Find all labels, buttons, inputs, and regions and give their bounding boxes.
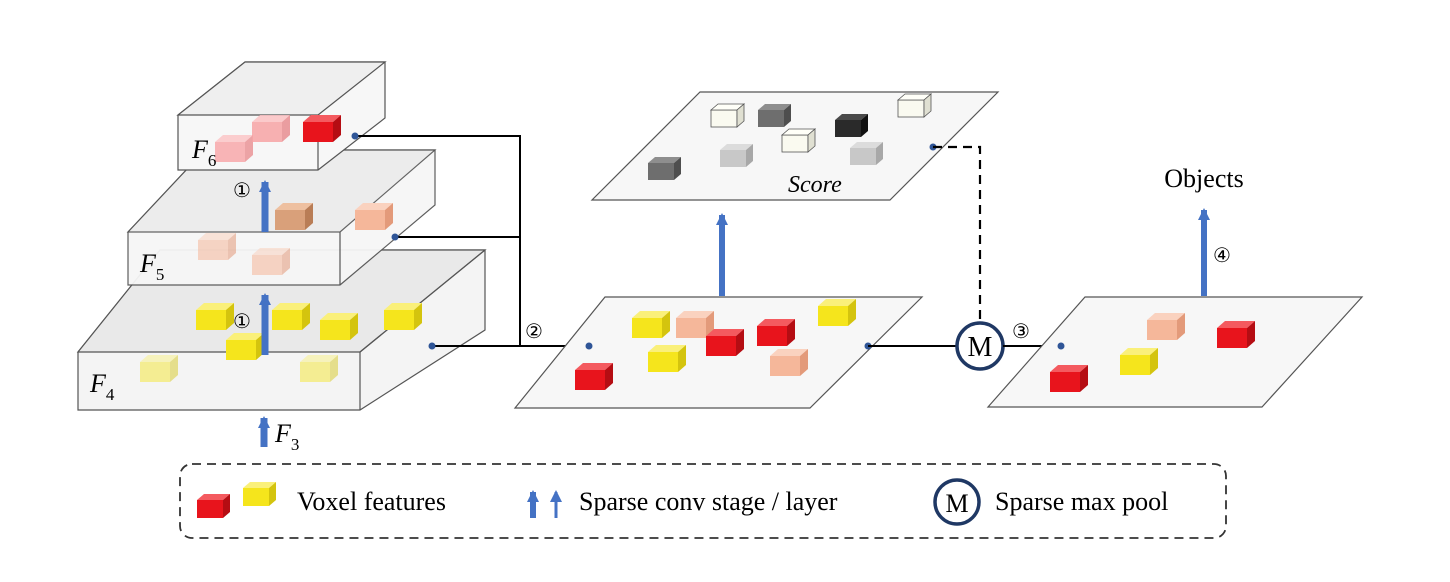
step-3-label: ③: [1012, 319, 1030, 343]
voxel-yellow: [226, 333, 264, 360]
voxel-red: [757, 319, 795, 346]
voxel-peach: [676, 311, 714, 338]
voxel-red: [303, 115, 341, 142]
label-f5: F5: [139, 249, 164, 284]
voxel-yellow: [384, 303, 422, 330]
legend-maxpool-label: Sparse max pool: [995, 487, 1168, 516]
voxel-peach: [215, 135, 253, 162]
legend-maxpool-symbol: M: [945, 489, 968, 518]
voxel-yellow: [196, 303, 234, 330]
step-1-label-lower: ①: [233, 309, 251, 333]
object-voxels: [1050, 313, 1255, 392]
label-f6: F6: [191, 135, 216, 170]
f5-voxels: [198, 203, 393, 275]
voxel-peach: [252, 248, 290, 275]
legend-box: [179, 463, 1227, 539]
label-f3: F3: [274, 419, 299, 454]
voxel-peach: [355, 203, 393, 230]
merged-voxels: [575, 299, 856, 390]
voxel-peach: [770, 349, 808, 376]
voxel-yellow: [272, 303, 310, 330]
legend-voxel-icon: [197, 482, 276, 518]
connector-dot-f4: [428, 342, 436, 350]
score-label: Score: [788, 172, 842, 198]
legend-maxpool-icon: [933, 478, 981, 526]
voxel-red: [575, 363, 613, 390]
f6-voxels: [215, 115, 341, 162]
maxpool-symbol: M: [968, 332, 993, 363]
connector-dot-f6: [351, 132, 359, 140]
voxel-yellow: [1120, 348, 1158, 375]
merged-plane-input-dot: [585, 342, 593, 350]
voxel-peach: [252, 115, 290, 142]
voxel-red: [1217, 321, 1255, 348]
legend-conv-arrow-icon: [527, 490, 562, 518]
step-4-label: ④: [1213, 243, 1231, 267]
step-1-label-upper: ①: [233, 178, 251, 202]
objects-label: Objects: [1164, 164, 1243, 193]
connector-dot-f5: [391, 233, 399, 241]
voxel-yellow: [320, 313, 358, 340]
object-plane-dot: [1057, 342, 1065, 350]
legend-voxel-label: Voxel features: [297, 487, 446, 516]
voxel-peach: [198, 233, 236, 260]
score-dashed-connector: [933, 145, 982, 322]
voxel-yellow: [140, 355, 178, 382]
voxel-red: [1050, 365, 1088, 392]
voxel-red: [706, 329, 744, 356]
score-voxels: [648, 93, 933, 180]
legend-conv-label: Sparse conv stage / layer: [579, 487, 838, 516]
voxel-yellow: [300, 355, 338, 382]
voxel-yellow: [818, 299, 856, 326]
voxel-peach: [1147, 313, 1185, 340]
step-2-label: ②: [525, 319, 543, 343]
voxel-yellow: [632, 311, 670, 338]
label-f4: F4: [89, 369, 115, 404]
voxel-peach: [275, 203, 313, 230]
f4-voxels: [140, 303, 422, 382]
voxel-yellow: [648, 345, 686, 372]
